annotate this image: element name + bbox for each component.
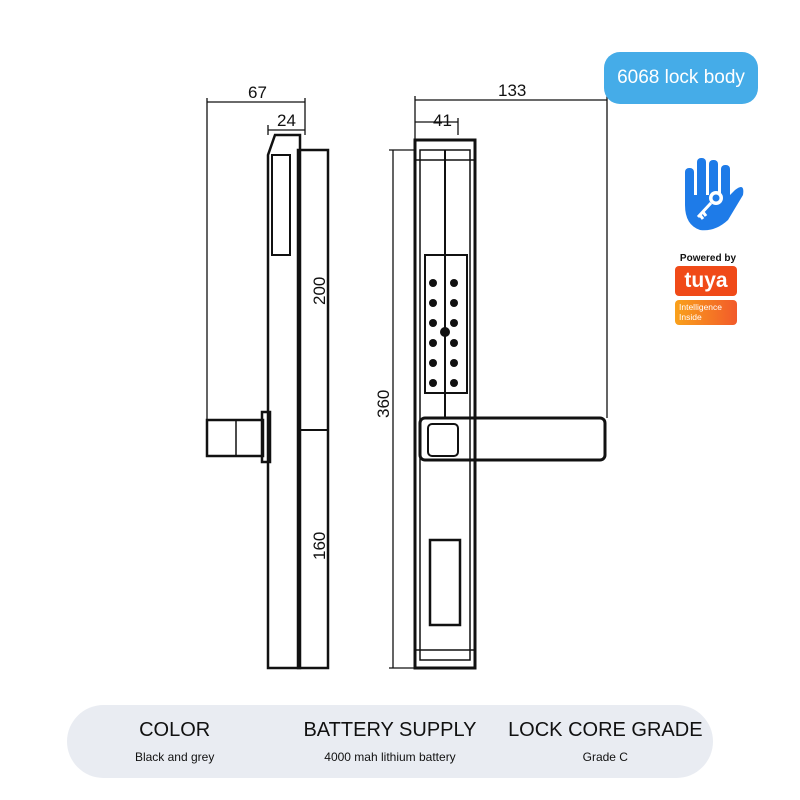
- spec-title: BATTERY SUPPLY: [303, 719, 477, 741]
- spec-color: COLOR Black and grey: [75, 719, 275, 764]
- front-view: [389, 96, 608, 670]
- dim-133: 133: [498, 81, 526, 100]
- spec-lock-core: LOCK CORE GRADE Grade C: [505, 719, 705, 764]
- spec-battery: BATTERY SUPPLY 4000 mah lithium battery: [290, 719, 490, 764]
- dim-41: 41: [433, 111, 452, 130]
- dim-67: 67: [248, 83, 267, 102]
- powered-by-label: Powered by: [679, 253, 737, 264]
- spec-bar: COLOR Black and grey BATTERY SUPPLY 4000…: [67, 705, 713, 778]
- spec-value: Grade C: [582, 750, 628, 764]
- dim-360: 360: [374, 390, 393, 418]
- intelligence-label: Intelligence: [679, 302, 723, 312]
- intelligence-inside-logo: Intelligence Inside: [675, 300, 737, 325]
- dim-200: 200: [310, 277, 329, 305]
- dim-24: 24: [277, 111, 296, 130]
- spec-title: COLOR: [139, 719, 211, 741]
- model-badge: 6068 lock body: [604, 52, 758, 104]
- dim-160: 160: [310, 532, 329, 560]
- spec-value: 4000 mah lithium battery: [324, 750, 456, 764]
- inside-label: Inside: [679, 312, 702, 322]
- spec-title: LOCK CORE GRADE: [508, 719, 703, 741]
- side-view: [205, 98, 330, 670]
- tuya-logo: tuya: [675, 266, 737, 296]
- hand-key-icon: [685, 158, 744, 231]
- spec-value: Black and grey: [134, 750, 215, 764]
